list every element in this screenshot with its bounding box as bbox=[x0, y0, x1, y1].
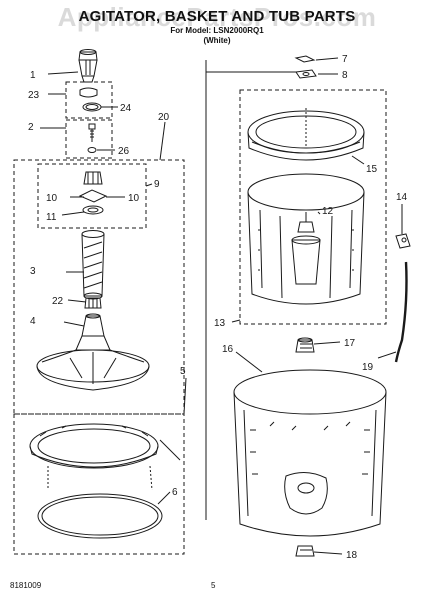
callout-24: 24 bbox=[120, 103, 132, 114]
callout-22: 22 bbox=[52, 296, 64, 307]
callout-11: 11 bbox=[46, 212, 57, 223]
agitator-cap bbox=[78, 49, 98, 83]
snubber-pad bbox=[294, 55, 316, 63]
callout-13: 13 bbox=[214, 318, 226, 329]
callout-20: 20 bbox=[158, 112, 170, 123]
dog-assembly bbox=[78, 171, 108, 215]
group-box-9 bbox=[37, 163, 147, 229]
agitator-base bbox=[36, 313, 150, 391]
callout-3: 3 bbox=[30, 266, 36, 277]
outer-tub bbox=[233, 369, 387, 537]
callout-26: 26 bbox=[118, 146, 130, 157]
callout-8: 8 bbox=[342, 70, 348, 81]
document-number: 8181009 bbox=[10, 581, 42, 590]
callout-23: 23 bbox=[28, 90, 40, 101]
balance-ring bbox=[247, 108, 365, 161]
tub-ring bbox=[29, 423, 159, 469]
group-box-23 bbox=[65, 81, 113, 119]
callout-17: 17 bbox=[344, 338, 356, 349]
callout-5: 5 bbox=[180, 366, 186, 377]
basket-nut bbox=[297, 212, 315, 233]
tub-hub bbox=[295, 337, 315, 353]
callout-9: 9 bbox=[154, 179, 160, 190]
callout-10-right: 10 bbox=[128, 193, 140, 204]
color-line: (White) bbox=[203, 36, 231, 45]
snubber-bracket bbox=[295, 69, 317, 79]
callout-6: 6 bbox=[172, 487, 178, 498]
callout-16: 16 bbox=[222, 344, 234, 355]
hose-clamp bbox=[395, 233, 411, 249]
watermark-text: AppliancePartsPros.com bbox=[57, 2, 377, 32]
page-number: 5 bbox=[211, 581, 216, 590]
group-box-2 bbox=[65, 119, 113, 159]
agitator-coupling bbox=[84, 297, 102, 309]
agitator-bolt bbox=[88, 123, 96, 142]
callout-18: 18 bbox=[346, 550, 358, 561]
callout-labels: 1 2 3 4 5 6 7 8 9 10 10 11 12 13 14 15 1… bbox=[28, 54, 408, 561]
agitator-cap-insert bbox=[79, 87, 98, 98]
tub-ring-seal bbox=[37, 493, 163, 539]
group-box-20 bbox=[13, 159, 185, 415]
model-line: For Model: LSN2000RQ1 bbox=[170, 26, 264, 35]
group-box-15 bbox=[239, 89, 387, 325]
callout-15: 15 bbox=[366, 164, 378, 175]
spin-basket bbox=[247, 173, 365, 305]
tub-bottom-nut bbox=[295, 545, 315, 557]
callout-10-left: 10 bbox=[46, 193, 58, 204]
washer-26 bbox=[87, 147, 97, 153]
agitator-barrel bbox=[81, 230, 105, 300]
callout-19: 19 bbox=[362, 362, 374, 373]
callout-2: 2 bbox=[28, 122, 34, 133]
callout-12: 12 bbox=[322, 206, 334, 217]
group-box-6 bbox=[13, 413, 185, 555]
callout-4: 4 bbox=[30, 316, 36, 327]
callout-14: 14 bbox=[396, 192, 408, 203]
diagram-title: AGITATOR, BASKET AND TUB PARTS bbox=[78, 8, 356, 25]
callout-7: 7 bbox=[342, 54, 348, 65]
drain-hose bbox=[394, 261, 408, 363]
callout-1: 1 bbox=[30, 70, 36, 81]
